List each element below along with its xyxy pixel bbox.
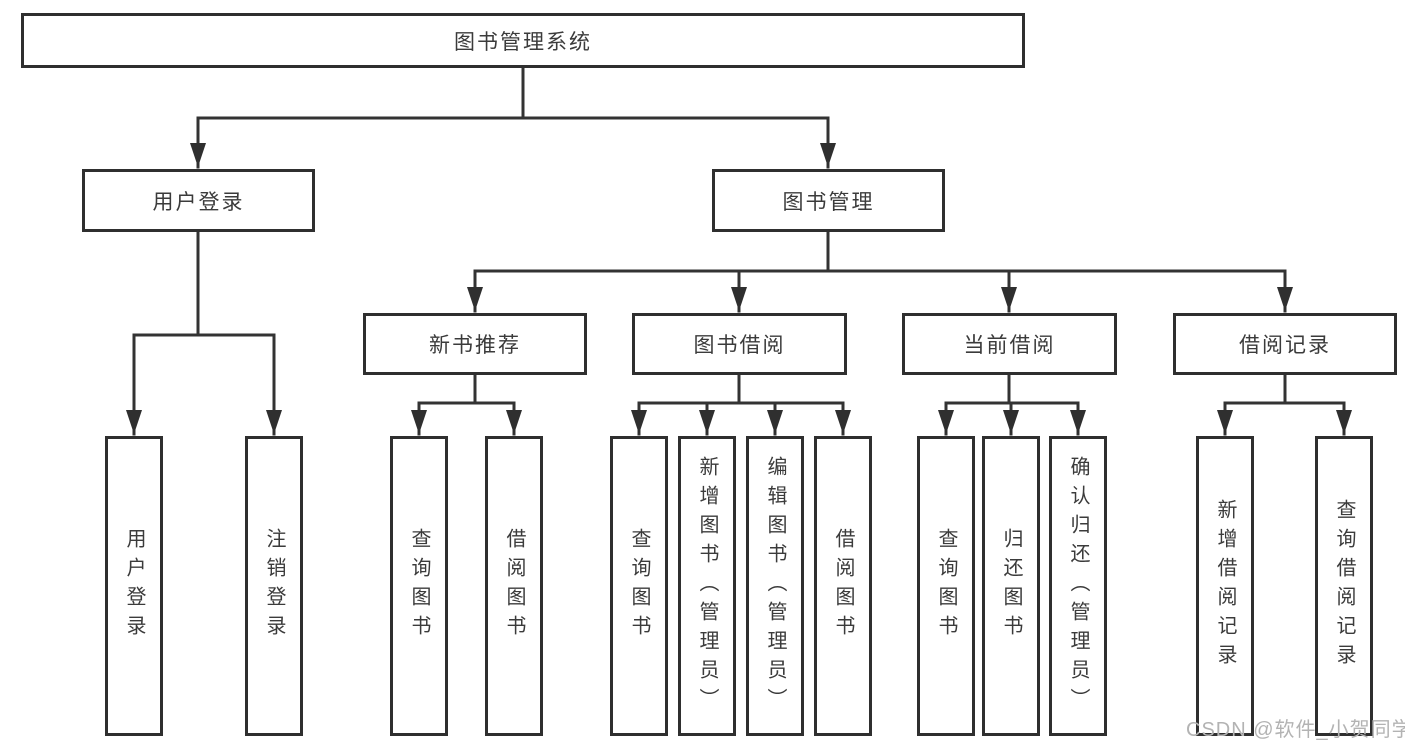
connector-book-management-to-level3 [467, 230, 1293, 313]
leaf-user-login: 用户登录 [105, 436, 163, 736]
leaf-edit-books-admin: 编辑图书（管理员） [746, 436, 804, 736]
connector-user-login-subtree [126, 230, 282, 436]
leaf-confirm-return-admin-label: 确认归还（管理员） [1067, 455, 1089, 717]
leaf-query-borrow-record: 查询借阅记录 [1315, 436, 1373, 736]
leaf-confirm-return-admin: 确认归还（管理员） [1049, 436, 1107, 736]
leaf-add-books-admin-label: 新增图书（管理员） [696, 455, 718, 717]
node-new-book-recommend-label: 新书推荐 [429, 334, 521, 357]
node-book-management: 图书管理 [712, 169, 945, 232]
leaf-edit-books-admin-label: 编辑图书（管理员） [764, 455, 786, 717]
node-book-borrow-label: 图书借阅 [693, 334, 786, 357]
node-borrow-records: 借阅记录 [1173, 313, 1397, 375]
node-book-borrow: 图书借阅 [632, 313, 847, 375]
watermark: CSDN @软件_小贺同学 [1186, 719, 1405, 741]
leaf-return-books: 归还图书 [982, 436, 1040, 736]
node-user-login: 用户登录 [82, 169, 315, 232]
leaf-logout-label: 注销登录 [263, 528, 285, 644]
leaf-query-books-borrow-label: 查询图书 [628, 528, 650, 644]
node-current-borrow-label: 当前借阅 [963, 334, 1056, 357]
node-user-login-label: 用户登录 [152, 190, 245, 214]
connector-new-book-recommend-subtree [411, 373, 522, 436]
leaf-borrow-books: 借阅图书 [814, 436, 872, 736]
leaf-query-books-recommend: 查询图书 [390, 436, 448, 736]
leaf-logout: 注销登录 [245, 436, 303, 736]
node-current-borrow: 当前借阅 [902, 313, 1117, 375]
connector-borrow-records-subtree [1217, 373, 1352, 436]
leaf-query-books-current: 查询图书 [917, 436, 975, 736]
connector-root-to-level2 [190, 66, 836, 169]
leaf-add-borrow-record-label: 新增借阅记录 [1214, 499, 1236, 673]
leaf-borrow-books-label: 借阅图书 [832, 528, 854, 644]
connector-current-borrow-subtree [938, 373, 1086, 436]
leaf-return-books-label: 归还图书 [1000, 528, 1022, 644]
leaf-query-borrow-record-label: 查询借阅记录 [1333, 499, 1355, 673]
leaf-add-books-admin: 新增图书（管理员） [678, 436, 736, 736]
leaf-query-books-recommend-label: 查询图书 [408, 528, 430, 644]
connector-book-borrow-subtree [631, 373, 851, 436]
leaf-query-books-current-label: 查询图书 [935, 528, 957, 644]
leaf-borrow-books-recommend: 借阅图书 [485, 436, 543, 736]
node-new-book-recommend: 新书推荐 [363, 313, 587, 375]
node-borrow-records-label: 借阅记录 [1239, 334, 1331, 357]
node-book-management-label: 图书管理 [782, 190, 875, 214]
node-root: 图书管理系统 [21, 13, 1025, 68]
leaf-borrow-books-recommend-label: 借阅图书 [503, 528, 525, 644]
node-root-label: 图书管理系统 [454, 30, 592, 54]
leaf-add-borrow-record: 新增借阅记录 [1196, 436, 1254, 736]
leaf-user-login-label: 用户登录 [123, 528, 145, 644]
leaf-query-books-borrow: 查询图书 [610, 436, 668, 736]
